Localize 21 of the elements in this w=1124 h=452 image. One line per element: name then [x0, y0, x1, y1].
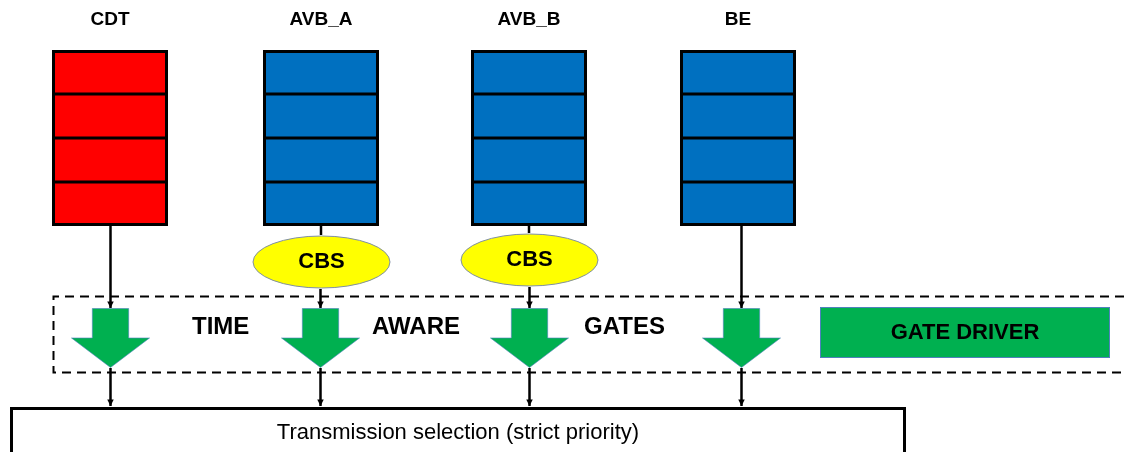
arrow — [107, 226, 114, 308]
queue-title: AVB_A — [288, 8, 354, 30]
selection-box — [10, 407, 906, 452]
region-label: AWARE — [372, 312, 460, 340]
arrow — [738, 226, 745, 308]
shaper-label: CBS — [297, 248, 346, 274]
queue-title: CDT — [89, 8, 131, 30]
gate-driver-box — [820, 307, 1110, 358]
arrow — [317, 289, 324, 308]
arrow — [526, 368, 533, 406]
gate-driver-label: GATE DRIVER — [889, 319, 1041, 345]
queue-title: AVB_B — [496, 8, 562, 30]
queue-title: BE — [723, 8, 753, 30]
arrow — [738, 368, 745, 406]
region-label: GATES — [584, 312, 665, 340]
arrow — [526, 287, 533, 308]
region-label: TIME — [192, 312, 250, 340]
shaper-label: CBS — [505, 246, 554, 272]
arrow — [107, 368, 114, 406]
selection-label: Transmission selection (strict priority) — [275, 419, 641, 445]
arrow — [317, 368, 324, 406]
